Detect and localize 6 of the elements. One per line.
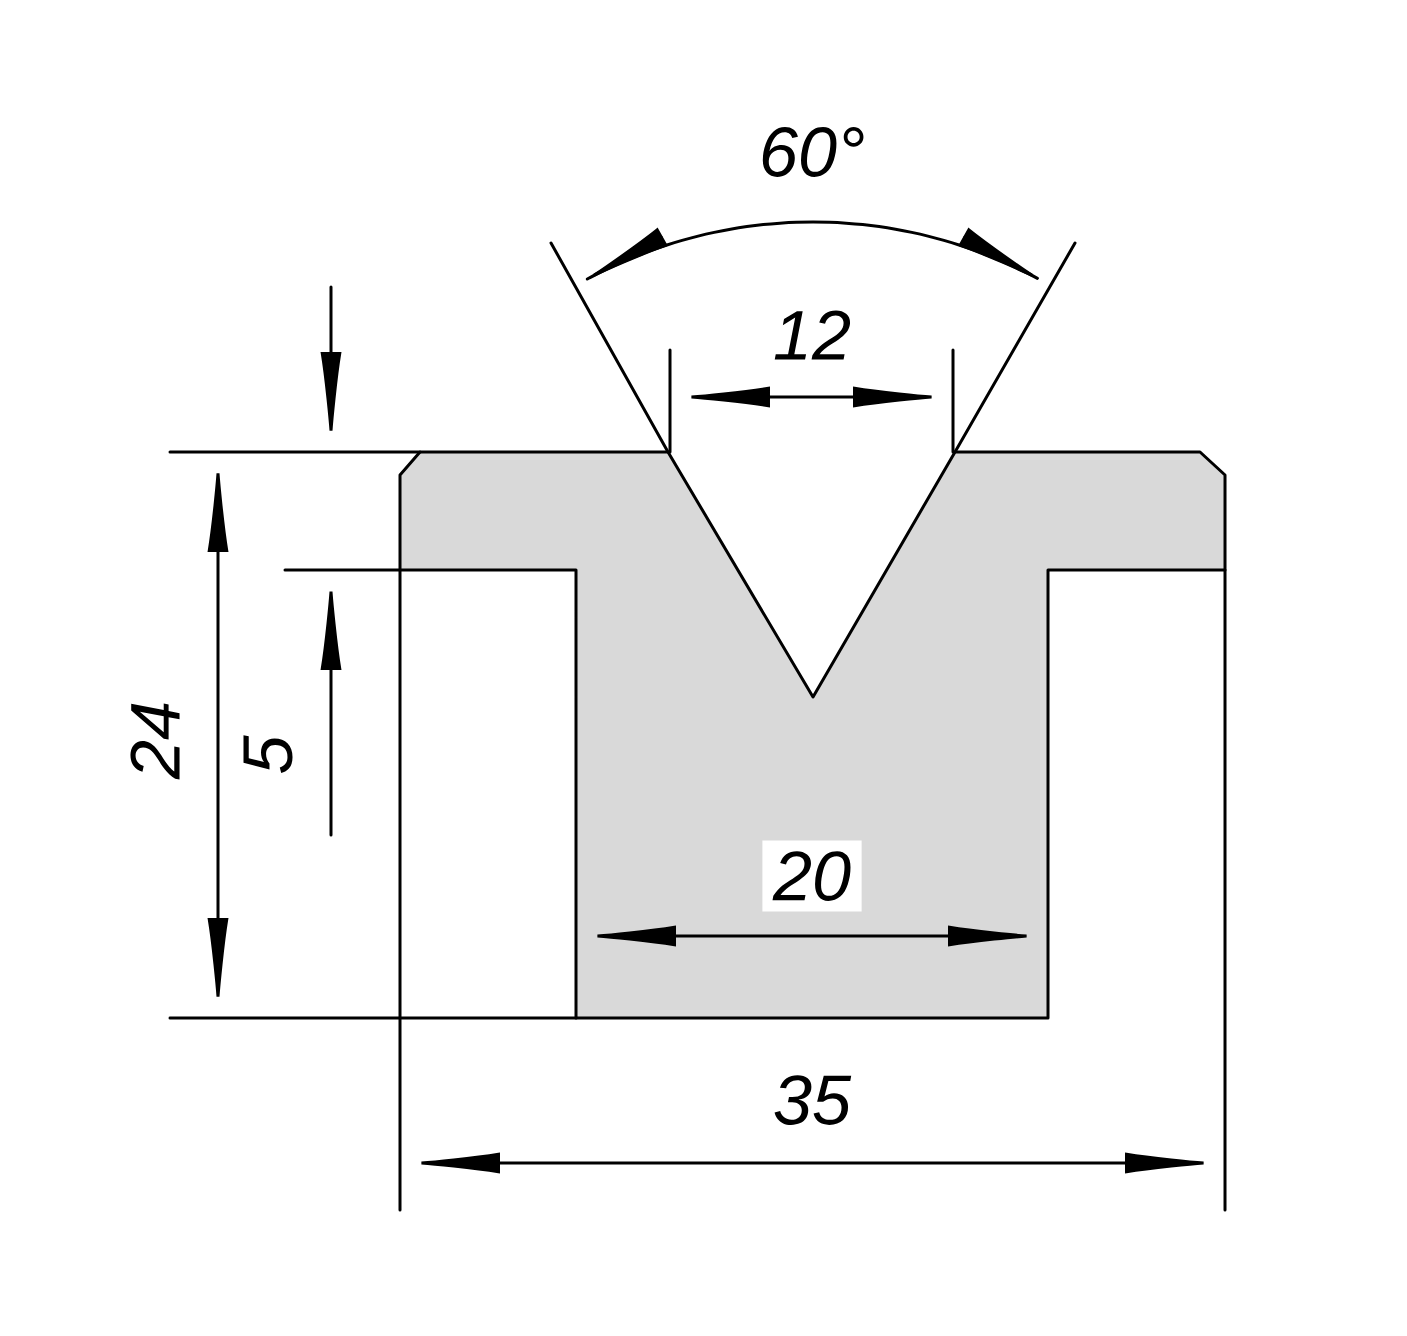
dimension-label: 5	[243, 735, 293, 773]
dimension-label: 12	[774, 310, 851, 360]
dimension-label: 35	[774, 1075, 852, 1125]
dimension-label: 60°	[762, 127, 864, 177]
dimension-label: 20	[762, 840, 862, 912]
dimension-label: 24	[130, 703, 180, 780]
